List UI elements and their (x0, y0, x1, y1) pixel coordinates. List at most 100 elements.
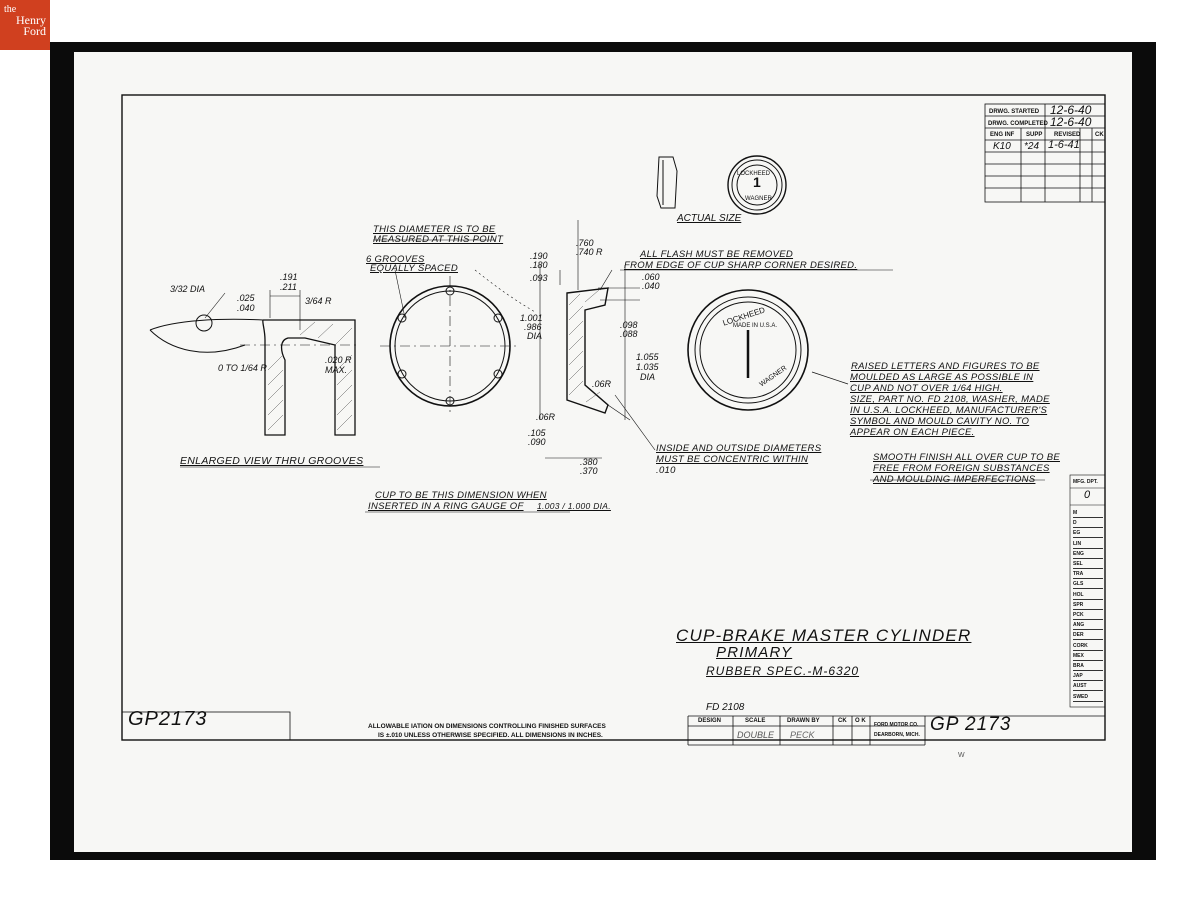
dim-105: .105 (528, 428, 546, 438)
raised-note-line5: IN U.S.A. LOCKHEED, MANUFACTURER'S (850, 405, 1048, 416)
dim-098: .098 (620, 320, 638, 330)
side-table-row: GLS (1073, 581, 1103, 590)
side-table-row: TRA (1073, 571, 1103, 580)
dim-0-to-r: 0 TO 1/64 R (218, 363, 267, 373)
col-ck: CK (1095, 132, 1104, 138)
dim-180: .180 (530, 260, 548, 270)
actual-size-section (656, 156, 678, 209)
logo-text-henry: Henry (16, 13, 46, 27)
drawing-number-left: GP2173 (128, 708, 208, 730)
side-table-row: M (1073, 510, 1103, 518)
dim-060: .060 (642, 272, 660, 282)
block-city: DEARBORN, MICH. (874, 732, 920, 738)
cup-section-view (539, 220, 640, 459)
dim-090: .090 (528, 437, 546, 447)
drwg-completed-value: 12-6-40 (1050, 115, 1092, 129)
dim-025: .025 (237, 293, 255, 303)
block-ck-label: CK (838, 718, 847, 724)
smooth-note-line2: FREE FROM FOREIGN SUBSTANCES (873, 463, 1050, 474)
actual-size-face (727, 155, 787, 215)
smooth-note-line1: SMOOTH FINISH ALL OVER CUP TO BE (873, 452, 1060, 463)
gauge-note-line1: CUP TO BE THIS DIMENSION WHEN (375, 490, 547, 501)
side-table-row: PCK (1073, 612, 1103, 620)
side-table-row: DER (1073, 632, 1103, 641)
henry-ford-logo: the Henry Ford (0, 0, 50, 50)
dim-211: .211 (280, 282, 297, 292)
raised-note-line4: SIZE, PART NO. FD 2108, WASHER, MADE (850, 394, 1050, 405)
side-table-row: ANG (1073, 622, 1103, 631)
dim-040b: .040 (642, 281, 660, 291)
block-design-label: DESIGN (698, 718, 722, 724)
raised-note-line1: RAISED LETTERS AND FIGURES TO BE (851, 361, 1040, 372)
dim-093: .093 (530, 273, 548, 283)
flash-note-line1: ALL FLASH MUST BE REMOVED (640, 249, 794, 260)
side-table-row: CORK (1073, 643, 1103, 651)
leader-lines (180, 239, 1045, 513)
side-table-header: MFG. DPT. (1073, 479, 1098, 485)
dim-dia2: DIA (640, 372, 656, 382)
drwg-completed-label: DRWG. COMPLETED (988, 121, 1048, 127)
block-ok-label: O K (855, 718, 866, 724)
dim-dia1: DIA (527, 331, 543, 341)
drwg-started-label: DRWG. STARTED (989, 109, 1040, 115)
drawing-sheet (74, 52, 1132, 852)
side-table-value: 0 (1084, 489, 1091, 501)
flash-note-line2: FROM EDGE OF CUP SHARP CORNER DESIRED. (624, 260, 858, 271)
side-table-row: EG (1073, 530, 1103, 539)
side-table-row: D (1073, 520, 1103, 529)
w-mark: W (958, 752, 965, 759)
rev-supp-value: *24 (1024, 141, 1040, 152)
block-drawn-by-label: DRAWN BY (787, 718, 820, 724)
dim-986: .986 (524, 322, 542, 332)
dim-groove-dia: 3/32 DIA (170, 284, 206, 294)
block-company: FORD MOTOR CO. (874, 722, 919, 728)
dim-190: .190 (530, 251, 548, 261)
side-table-row: HOL (1073, 592, 1103, 600)
raised-note-line6: SYMBOL AND MOULD CAVITY NO. TO (850, 416, 1030, 427)
grooves-note-line2: EQUALLY SPACED (370, 263, 458, 274)
dim-020r: .020 R (325, 355, 352, 365)
concentric-note-line1: INSIDE AND OUTSIDE DIAMETERS (656, 443, 822, 454)
dim-1055: 1.055 (636, 352, 659, 362)
stamp-brand-small: LOCKHEED (737, 171, 771, 177)
dim-06r-bottom: .06R (536, 412, 556, 422)
side-table-row: ENG (1073, 551, 1103, 559)
smooth-note-line3: AND MOULDING IMPERFECTIONS (873, 474, 1036, 485)
dim-1035: 1.035 (636, 362, 659, 372)
logo-text-the: the (4, 4, 17, 15)
rev-eng-value: K10 (993, 141, 1011, 152)
side-table-row: LIN (1073, 541, 1103, 549)
block-drawn-value: PECK (790, 730, 815, 740)
side-table-row: MEX (1073, 653, 1103, 661)
diameter-note-line1: THIS DIAMETER IS TO BE (373, 224, 496, 235)
part-fd-number: FD 2108 (706, 702, 745, 713)
tolerance-line1: ALLOWABLE IATION ON DIMENSIONS CONTROLLI… (368, 723, 606, 730)
enlarged-groove-view (149, 290, 360, 436)
block-scale-label: SCALE (745, 718, 766, 724)
col-eng-inf: ENG INF (990, 132, 1015, 138)
dim-370: .370 (580, 466, 598, 476)
rev-date-value: 1-6-41 (1048, 139, 1080, 151)
col-revised: REVISED (1054, 132, 1081, 138)
side-table-row: AUST (1073, 683, 1103, 692)
side-table-row: BRA (1073, 663, 1103, 671)
dim-191: .191 (280, 272, 298, 282)
dim-760: .760 (576, 238, 594, 248)
side-table-row: SPR (1073, 602, 1103, 610)
logo-text-ford: Ford (23, 24, 46, 38)
block-scale-value: DOUBLE (737, 730, 775, 740)
drawing-border (121, 94, 1106, 741)
gauge-note-line2: INSERTED IN A RING GAUGE OF (368, 501, 524, 512)
bottom-title-block (121, 711, 1105, 746)
grooves-note-line1: 6 GROOVES (366, 254, 425, 265)
part-title: CUP-BRAKE MASTER CYLINDER (676, 626, 972, 645)
dim-040a: .040 (237, 303, 255, 313)
dim-max: MAX. (325, 365, 348, 375)
part-subtitle: PRIMARY (716, 644, 793, 661)
dim-088: .088 (620, 329, 638, 339)
part-spec: RUBBER SPEC.-M-6320 (706, 664, 860, 678)
revision-table (984, 103, 1106, 203)
actual-size-label: ACTUAL SIZE (677, 213, 742, 224)
concentric-note-line2: MUST BE CONCENTRIC WITHIN (656, 454, 809, 465)
